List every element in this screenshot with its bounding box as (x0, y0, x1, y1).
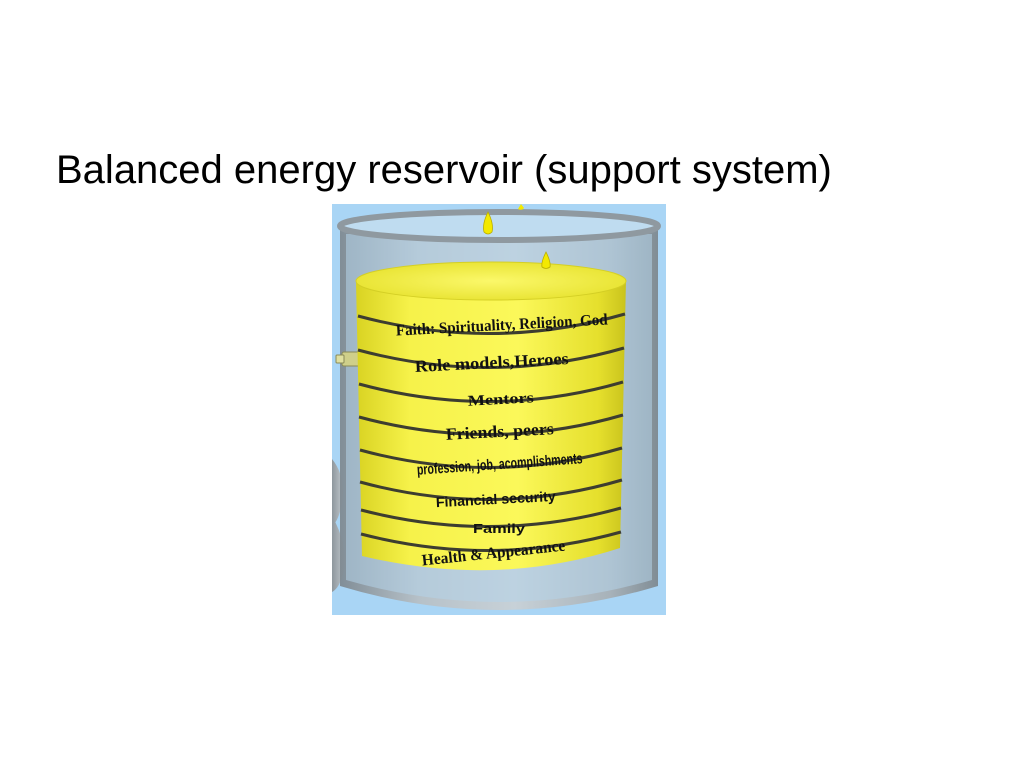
layer-divider (358, 413, 624, 436)
layer-label-mentors: Mentors (467, 390, 534, 409)
reservoir-fill (356, 280, 626, 571)
reservoir-figure: Faith: Spirituality, Religion, God Role … (332, 204, 666, 615)
layer-divider (360, 530, 622, 552)
layer-divider (358, 380, 624, 403)
drop-icon (483, 211, 493, 235)
layer-divider (357, 346, 625, 369)
layer-divider (359, 446, 623, 469)
tank-valve (341, 351, 361, 367)
layer-divider (357, 312, 626, 335)
drop-icon (541, 251, 551, 269)
slide-title: Balanced energy reservoir (support syste… (56, 148, 832, 192)
reservoir-fill-top (355, 261, 627, 301)
layer-divider (359, 478, 623, 501)
layer-label-family: Family (473, 521, 526, 536)
tank-valve-cap (335, 354, 345, 364)
layer-dividers (357, 312, 626, 552)
drop-icon (518, 204, 524, 210)
layer-divider (360, 506, 622, 528)
layer-label-financial: Financial security (435, 488, 556, 510)
tank-rim (337, 209, 661, 243)
